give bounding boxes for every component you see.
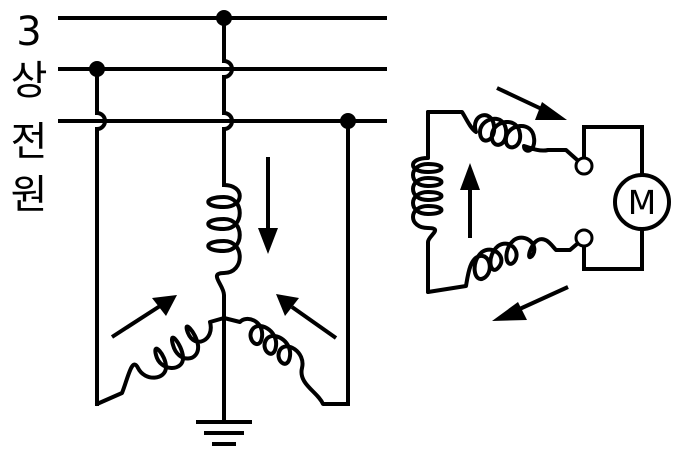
arrow-right-coil: [276, 294, 338, 340]
center-drop-wire: [222, 16, 234, 187]
source-label-char-1: 상: [10, 58, 48, 104]
junction-dot-bus-3: [340, 113, 356, 129]
motor-lead-bottom: [582, 226, 644, 271]
source-direction-arrows: [110, 157, 338, 340]
junction-dot-bus-1: [216, 10, 232, 26]
delta-left-coil: [411, 110, 444, 294]
source-label-phase-count: 3: [16, 9, 42, 55]
motor-lead-top: [582, 125, 644, 178]
arrow-bottom-coil: [492, 285, 569, 321]
arrow-top-coil: [496, 86, 567, 120]
source-label-char-3: 원: [10, 172, 48, 218]
motor-symbol: M: [613, 173, 671, 231]
motor-label: M: [628, 183, 656, 222]
delta-top-coil: [426, 110, 586, 168]
delta-bottom-coil: [426, 235, 586, 294]
right-source-coil: [222, 316, 350, 406]
down-arrow-vertical-coil: [258, 157, 278, 254]
delta-windings: [411, 110, 644, 294]
junction-dot-bus-2: [89, 61, 105, 77]
left-source-coil: [95, 316, 226, 406]
terminal-bottom: [574, 228, 594, 248]
left-drop-wire: [95, 67, 107, 406]
source-label-char-2: 전: [10, 119, 48, 165]
terminal-top: [574, 156, 594, 176]
vertical-source-coil: [206, 183, 242, 320]
arrow-left-coil: [110, 295, 177, 339]
arrow-left-delta-coil: [460, 163, 480, 238]
delta-direction-arrows: [460, 86, 569, 321]
source-windings: [95, 183, 350, 422]
drop-wires: [95, 16, 350, 406]
ground-symbol: [196, 420, 252, 446]
